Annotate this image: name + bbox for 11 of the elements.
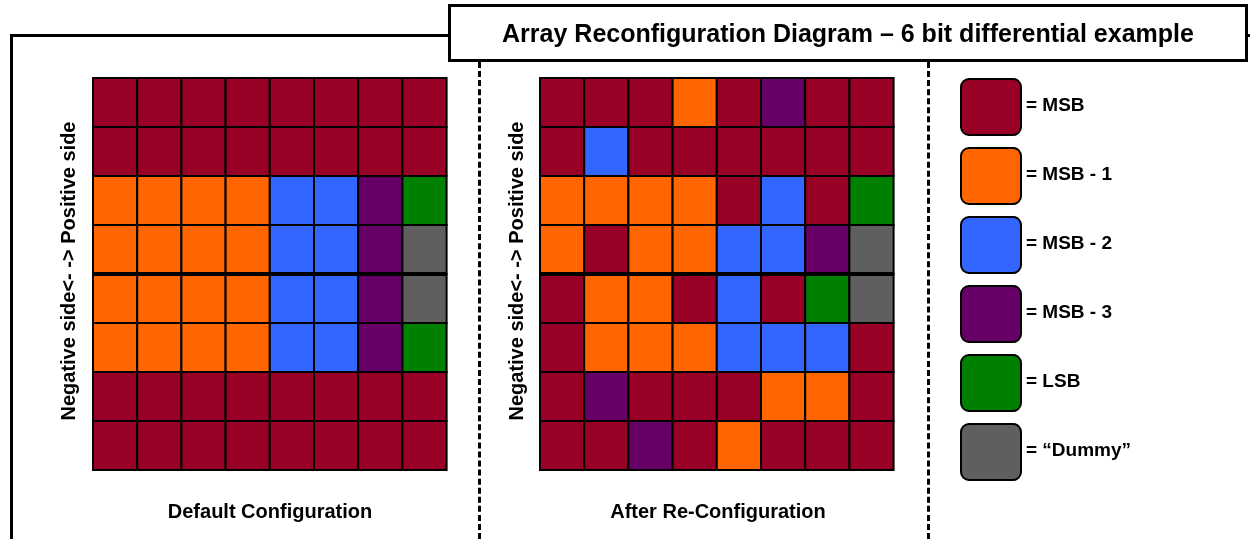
legend-label: = MSB - 2 bbox=[1026, 231, 1113, 255]
legend-label: = LSB bbox=[1026, 369, 1081, 393]
axis-label: Negative side<- -> Positive side bbox=[57, 120, 79, 423]
panel-caption: After Re-Configuration bbox=[609, 499, 827, 523]
legend-label: = MSB - 3 bbox=[1026, 300, 1113, 324]
legend-label: = “Dummy” bbox=[1026, 438, 1132, 462]
legend-label: = MSB - 1 bbox=[1026, 162, 1113, 186]
legend-label: = MSB bbox=[1026, 93, 1085, 117]
diagram-title: Array Reconfiguration Diagram – 6 bit differential example bbox=[448, 4, 1248, 62]
axis-label: Negative side<- -> Positive side bbox=[505, 120, 527, 423]
panel-caption: Default Configuration bbox=[166, 499, 374, 523]
